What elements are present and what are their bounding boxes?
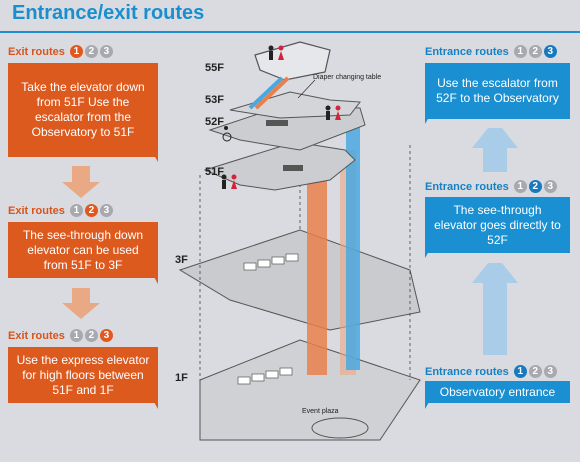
exit-route-label: Exit routes — [8, 329, 65, 342]
wheelchair-icon — [222, 126, 232, 142]
exit-route-3-header: Exit routes 1 2 3 — [8, 329, 113, 342]
event-plaza-circle — [311, 417, 369, 439]
title-bar: Entrance/exit routes — [0, 0, 580, 30]
route-number-badge: 3 — [543, 365, 557, 378]
floor-55f-slab — [254, 41, 331, 81]
route-number-badge: 1 — [69, 204, 83, 217]
down-arrow-icon — [62, 166, 100, 198]
route-number-badge: 1 — [513, 45, 527, 58]
restroom-icon — [325, 105, 341, 120]
entrance-route-3-header: Entrance routes 1 2 3 — [425, 45, 557, 58]
entrance-route-label: Entrance routes — [425, 180, 509, 193]
entrance-box-2-tail — [425, 244, 433, 258]
exit-route-2-box: The see-through down elevator can be use… — [8, 222, 158, 278]
route-number-badge: 3 — [543, 45, 557, 58]
route-number-badge: 2 — [528, 180, 542, 193]
see-through-elevator-shaft — [346, 110, 360, 370]
3f-elevator-bank — [243, 253, 299, 271]
route-number-badge: 1 — [513, 180, 527, 193]
route-number-badge: 3 — [99, 329, 113, 342]
entrance-route-2-header: Entrance routes 1 2 3 — [425, 180, 557, 193]
restroom-icon — [268, 45, 284, 60]
floor-label-3f: 3F — [175, 254, 188, 266]
entrance-route-3-box: Use the escalator from 52F to the Observ… — [425, 63, 570, 119]
entrance-route-label: Entrance routes — [425, 45, 509, 58]
entrance-route-1-box: Observatory entrance — [425, 381, 570, 403]
floor-label-1f: 1F — [175, 372, 188, 384]
floor-51f-slab — [203, 141, 356, 191]
entrance-box-1-tail — [425, 395, 433, 409]
down-arrow-icon — [62, 288, 100, 319]
exit-route-label: Exit routes — [8, 204, 65, 217]
floor-53f-slab — [229, 91, 361, 119]
escalator-up — [248, 76, 284, 110]
floor-label-51f: 51F — [205, 166, 224, 178]
express-elevator-shaft — [307, 160, 327, 375]
route-number-badge: 2 — [84, 45, 98, 58]
exit-box-1-tail — [150, 148, 158, 162]
restroom-icon — [221, 174, 237, 189]
floor-label-53f: 53F — [205, 94, 224, 106]
route-number-badge: 3 — [99, 204, 113, 217]
route-number-badge: 2 — [528, 45, 542, 58]
1f-elevator-bank — [237, 367, 293, 385]
diaper-table-label: Diaper changing table — [313, 74, 382, 81]
route-number-badge: 1 — [513, 365, 527, 378]
floor-label-52f: 52F — [205, 116, 224, 128]
exit-box-3-tail — [150, 395, 158, 409]
structure-guide-lines — [199, 100, 411, 380]
exit-down-arrows — [62, 166, 100, 319]
exit-route-1-header: Exit routes 1 2 3 — [8, 45, 113, 58]
entrance-box-3-tail — [425, 110, 433, 124]
entrance-up-arrows — [472, 128, 518, 355]
exit-box-2-tail — [150, 270, 158, 284]
floor-3f-slab — [178, 229, 421, 331]
escalator-down — [254, 76, 290, 110]
route-number-badge: 2 — [528, 365, 542, 378]
exit-route-1-box: Take the elevator down from 51F Use the … — [8, 63, 158, 157]
entrance-route-label: Entrance routes — [425, 365, 509, 378]
route-number-badge: 3 — [543, 180, 557, 193]
page-title: Entrance/exit routes — [12, 2, 205, 24]
route-number-badge: 2 — [84, 204, 98, 217]
title-rule — [0, 31, 580, 33]
floor-1f-slab — [199, 339, 421, 441]
escalator-steps — [266, 120, 303, 171]
route-number-badge: 1 — [69, 329, 83, 342]
diaper-leader-line — [297, 79, 316, 99]
up-arrow-icon — [472, 263, 518, 355]
entrance-route-1-header: Entrance routes 1 2 3 — [425, 365, 557, 378]
entrance-route-2-box: The see-through elevator goes directly t… — [425, 197, 570, 253]
exit-route-2-header: Exit routes 1 2 3 — [8, 204, 113, 217]
route-number-badge: 2 — [84, 329, 98, 342]
event-plaza-label: Event plaza — [302, 408, 339, 415]
exit-route-3-box: Use the express elevator for high floors… — [8, 347, 158, 403]
exit-route-label: Exit routes — [8, 45, 65, 58]
route-number-badge: 3 — [99, 45, 113, 58]
up-arrow-icon — [472, 128, 518, 172]
route-number-badge: 1 — [69, 45, 83, 58]
floor-label-55f: 55F — [205, 62, 224, 74]
